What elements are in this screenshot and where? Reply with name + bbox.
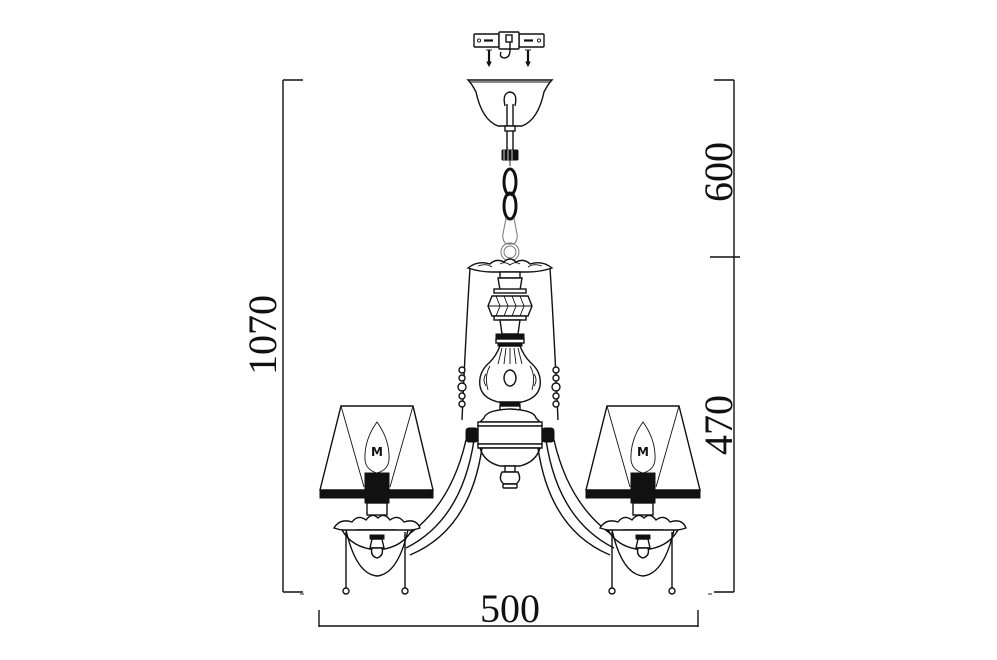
bulb-mark: M: [371, 445, 383, 459]
chain: [500, 149, 520, 262]
frame-rods: [457, 267, 561, 421]
hook-icon: [499, 42, 511, 59]
bulb-mark: M: [637, 445, 649, 459]
dimension-label-600: 600: [696, 142, 741, 202]
lamp-left: M: [319, 405, 434, 595]
dimension-width: 500: [318, 586, 699, 631]
central-column: [465, 258, 555, 489]
ceiling-canopy: [466, 79, 554, 150]
dimension-label-1070: 1070: [240, 295, 285, 375]
mounting-bracket-icon: [473, 31, 545, 68]
dimension-chain-length: 600: [696, 79, 741, 258]
screw-icon: [525, 49, 531, 68]
bead-string-right: [551, 366, 561, 408]
lamp-right: M: [585, 405, 701, 595]
screw-icon: [486, 49, 492, 68]
dimension-label-500: 500: [480, 586, 540, 631]
dimension-body-height: 470: [696, 257, 741, 593]
dimension-total-height: 1070: [240, 79, 303, 593]
dimension-label-470: 470: [696, 395, 741, 455]
bead-string-left: [457, 366, 467, 408]
